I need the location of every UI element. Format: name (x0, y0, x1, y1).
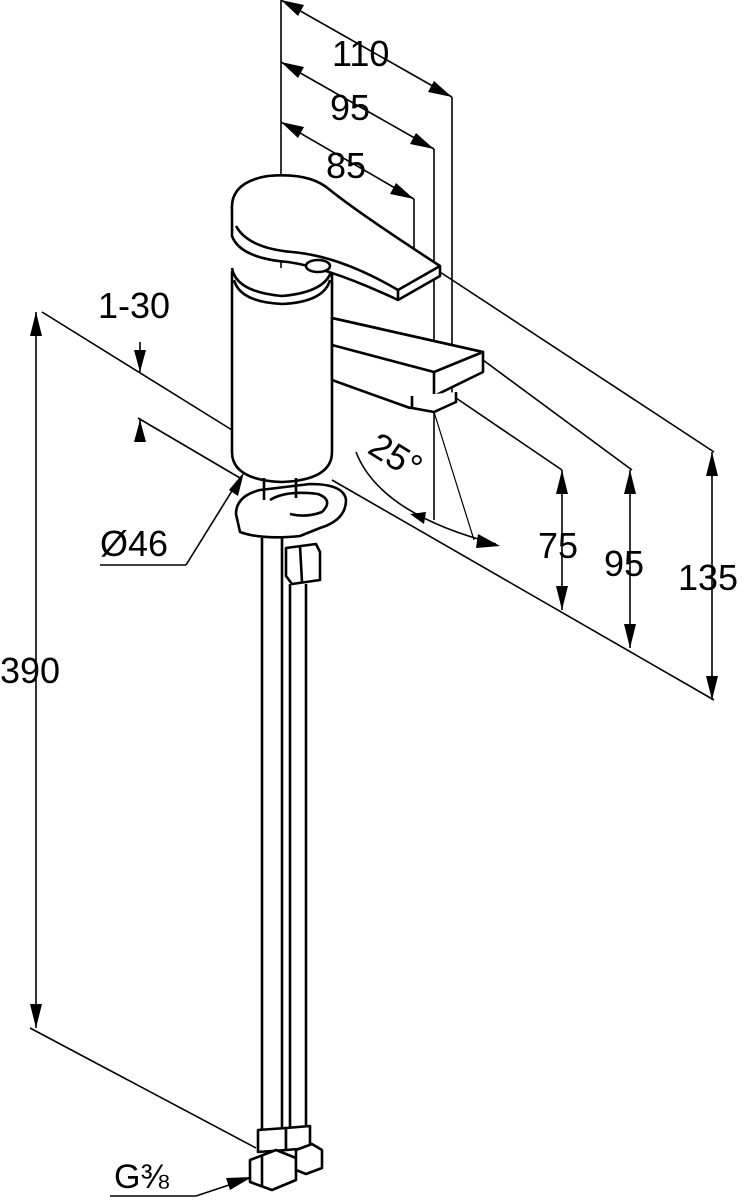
dimension-390: 390 (0, 312, 257, 1149)
faucet-body (230, 267, 485, 484)
dimension-height-reference-lines (331, 271, 715, 701)
dim-label-390: 390 (0, 650, 60, 691)
faucet-lever (230, 174, 442, 302)
dim-label-85: 85 (326, 145, 366, 186)
dim-label-95-right: 95 (604, 543, 644, 584)
dimension-thread: G⅜ (110, 1158, 252, 1197)
dim-label-thickness: 1-30 (98, 285, 170, 326)
dimension-thickness: 1-30 (41, 285, 241, 479)
dim-label-diameter: Ø46 (100, 523, 168, 564)
dimension-85: 85 (280, 121, 415, 270)
supply-hoses (248, 538, 324, 1192)
dim-label-thread: G⅜ (114, 1158, 169, 1196)
dim-label-110: 110 (332, 33, 389, 74)
dim-label-135: 135 (678, 557, 738, 598)
dimension-135: 135 (678, 452, 738, 700)
dimension-110: 110 (280, 0, 453, 400)
dimension-diameter: Ø46 (100, 472, 244, 566)
dimension-75: 75 (538, 470, 578, 610)
dimension-95-top: 95 (280, 61, 435, 520)
dimension-angle: 25° (355, 411, 500, 548)
dim-label-75: 75 (538, 525, 578, 566)
mounting-clamp (234, 478, 348, 586)
dim-label-95-top: 95 (330, 87, 370, 128)
dimension-95-right: 95 (604, 470, 644, 648)
